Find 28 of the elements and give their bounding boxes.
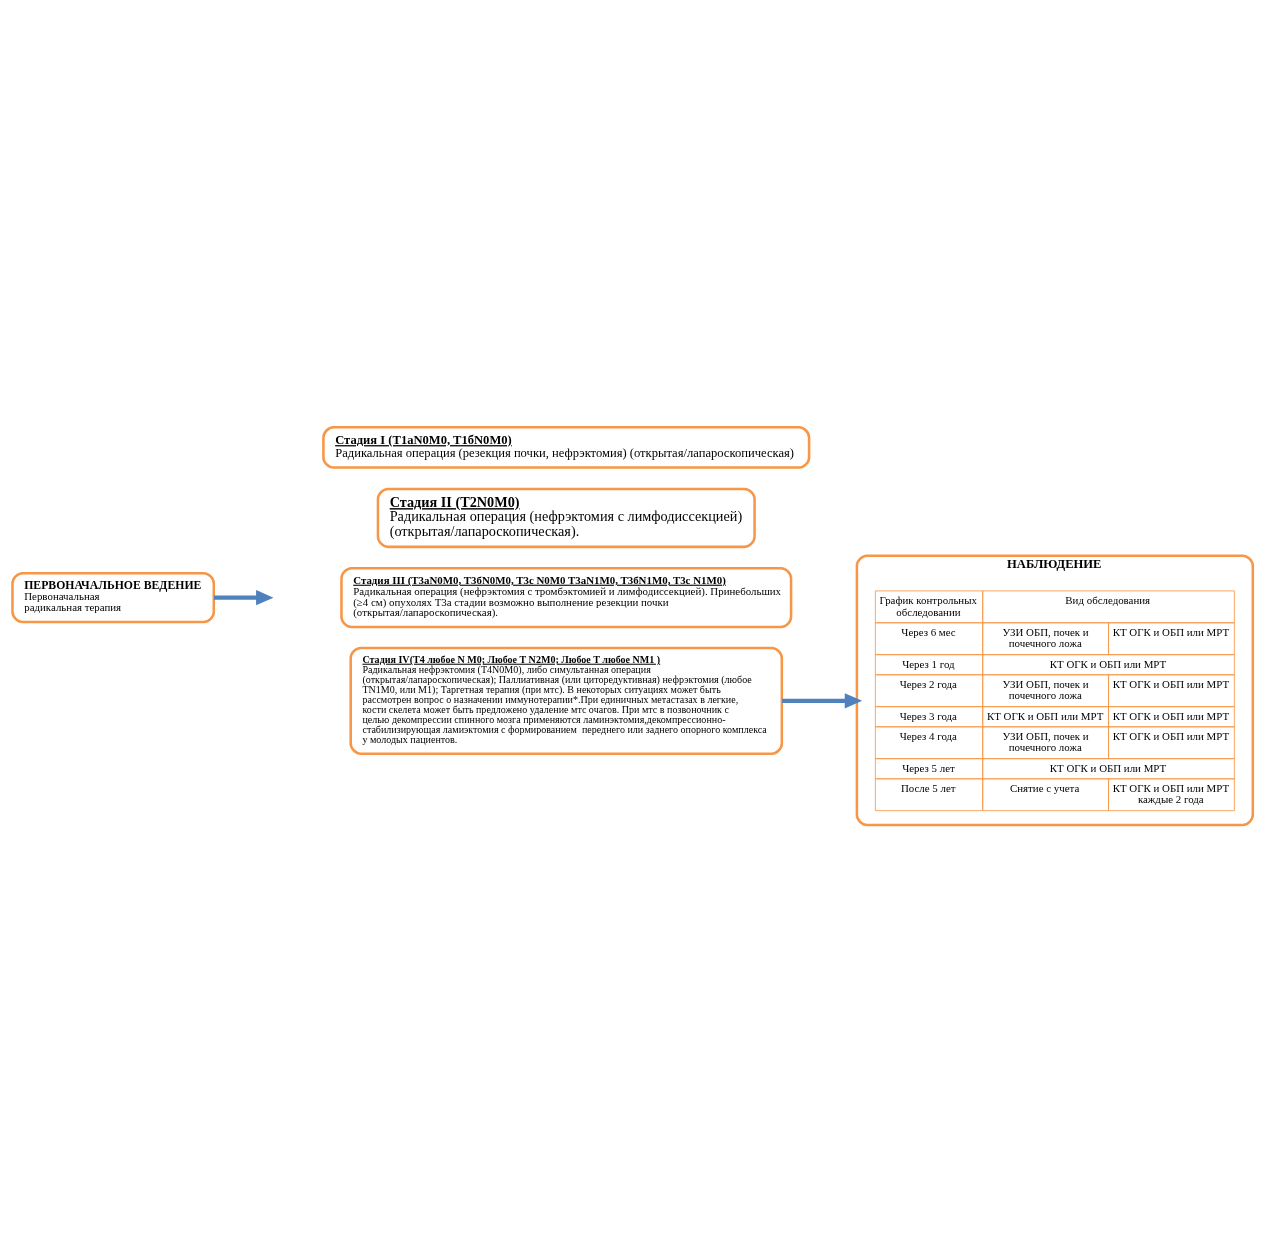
label: Снятие с учета [1009,781,1080,794]
label: Через 6 мес [901,625,956,638]
node-box: Стадия IV(T4 любое N M0; Любое T N2M0; Любое T любое NM1 ) Радикальная нефрэктомия (T4N0M0), либо симультанная операция (открытая/лапароскопическая); Паллиативная (или циторедуктивная) нефрэктомия (любое TN1M0, или M1); Таргетная терапия (при мтс). В некоторых ситуациях может быть рассмотрен вопрос о назначении иммунотерапии*.При единичных метастазах в легкие, кости скелета может быть предложено удаление мтс очагов. При мтс в позвоночник с целью декомпрессии спинного мозга применяются ламинэктомия,декомпрессионно-стабилизирующая ламиэктомия с формированием переднего или заднего опорного комплекса у молодых пациентов. [349,646,784,755]
label: КТ ОГК и ОБП или МРТ [1049,657,1167,670]
label: Вид обследования [1065,593,1151,606]
label: График контрольных обследовании [879,593,977,618]
label: Через 3 года [899,709,957,722]
node-box: Стадия II (T2N0M0) Радикальная операция (нефрэктомия с лимфодиссекцией) (открытая/лапароскопическая). [376,487,756,548]
arrow [782,692,863,708]
label: УЗИ ОБП, почек и почечного ложа [1002,729,1089,753]
label: УЗИ ОБП, почек и почечного ложа [1002,677,1089,701]
label: КТ ОГК и ОБП или МРТ [1112,677,1230,690]
node-box: Стадия I (T1aN0M0, T1бN0M0) Радикальная операция (резекция почки, нефрэктомия) (открытая/лапароскопическая) [322,425,811,469]
label: КТ ОГК и ОБП или МРТ [1112,729,1230,742]
label: КТ ОГК и ОБП или МРТ [1112,625,1230,638]
label: УЗИ ОБП, почек и почечного ложа [1002,625,1089,649]
node-box: Стадия III (T3aN0M0, T3бN0M0, T3c N0M0 T3aN1M0, T3бN1M0, T3c N1M0) Радикальная операция (нефрэктомия с тромбэктомией и лимфодиссекцией). Принебольших (≥4 см) опухолях T3a стадии возможно выполнение резекции почки (открытая/лапароскопическая). [340,566,793,628]
label: КТ ОГК и ОБП или МРТ [986,709,1104,722]
label: КТ ОГК и ОБП или МРТ [1112,709,1230,722]
label: Через 1 год [902,657,955,670]
label: Через 5 лет [902,761,955,774]
arrow [213,589,274,605]
label: Через 2 года [899,677,957,690]
label: КТ ОГК и ОБП или МРТ [1049,761,1167,774]
label: КТ ОГК и ОБП или МРТ каждые 2 года [1112,781,1230,805]
label: Через 4 года [899,729,957,742]
label: После 5 лет [900,781,956,794]
node-box: ПЕРВОНАЧАЛЬНОЕ ВЕДЕНИЕ Первоначальная радикальная терапия [11,571,216,623]
